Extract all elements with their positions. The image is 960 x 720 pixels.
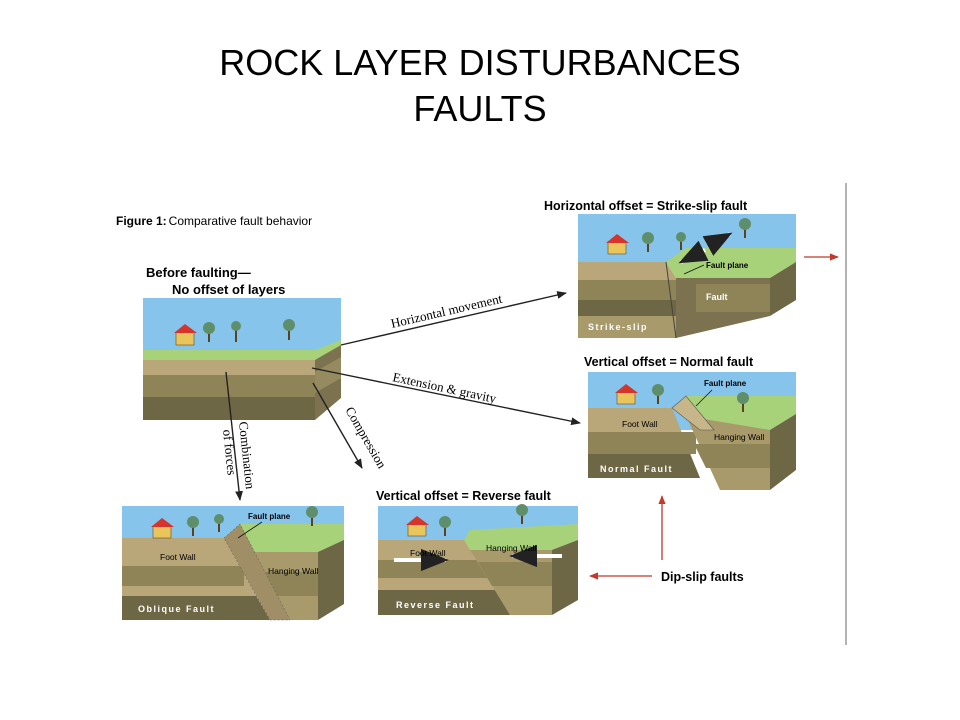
combination-label-line1: Combination [236,421,258,491]
dip-slip-label: Dip-slip faults [661,570,744,584]
oblique-foot-wall-label: Foot Wall [160,552,196,562]
oblique-fault-plane-pointer [237,521,263,539]
normal-fault-heading: Vertical offset = Normal fault [584,355,754,369]
normal-fault-label: Normal Fault [600,464,673,474]
combination-label-line2: of forces [220,429,240,476]
oblique-fault-label: Oblique Fault [138,604,215,614]
strike-slip-fault-plane-pointer [683,264,705,275]
strike-slip-fault-plane-label: Fault plane [706,261,749,270]
strike-slip-block [578,214,796,339]
horizontal-movement-arrow [340,291,567,346]
normal-fault-plane-label: Fault plane [704,379,747,388]
oblique-fault-block [122,506,344,621]
normal-foot-wall-label: Foot Wall [622,419,658,429]
title-line-2: FAULTS [413,88,547,129]
reverse-fault-label: Reverse Fault [396,600,475,610]
strike-slip-fault-label: Fault [706,292,728,302]
title-line-1: ROCK LAYER DISTURBANCES [219,42,741,83]
oblique-fault-plane-label: Fault plane [248,512,291,521]
extension-arrow [311,367,581,426]
slide-title: ROCK LAYER DISTURBANCES FAULTS [0,40,960,132]
normal-fault-block [588,372,796,490]
compression-label: Compression [342,404,390,471]
reverse-hanging-wall-label: Hanging Wall [486,543,536,553]
before-faulting-block [143,298,341,420]
strike-slip-label: Strike-slip [588,322,648,332]
reverse-fault-heading: Vertical offset = Reverse fault [376,489,552,503]
combination-arrow [225,371,243,501]
before-faulting-label: Before faulting— [146,265,251,280]
strike-slip-heading: Horizontal offset = Strike-slip fault [544,199,748,213]
reverse-foot-wall-label: Foot Wall [410,548,446,558]
no-offset-label: No offset of layers [172,282,285,297]
compression-arrow [312,382,363,469]
normal-hanging-wall-label: Hanging Wall [714,432,764,442]
normal-fault-plane-pointer [695,389,713,407]
reverse-fault-block [378,504,578,615]
oblique-hanging-wall-label: Hanging Wall [268,566,318,576]
figure-caption: Figure 1:Comparative fault behavior [116,214,312,228]
